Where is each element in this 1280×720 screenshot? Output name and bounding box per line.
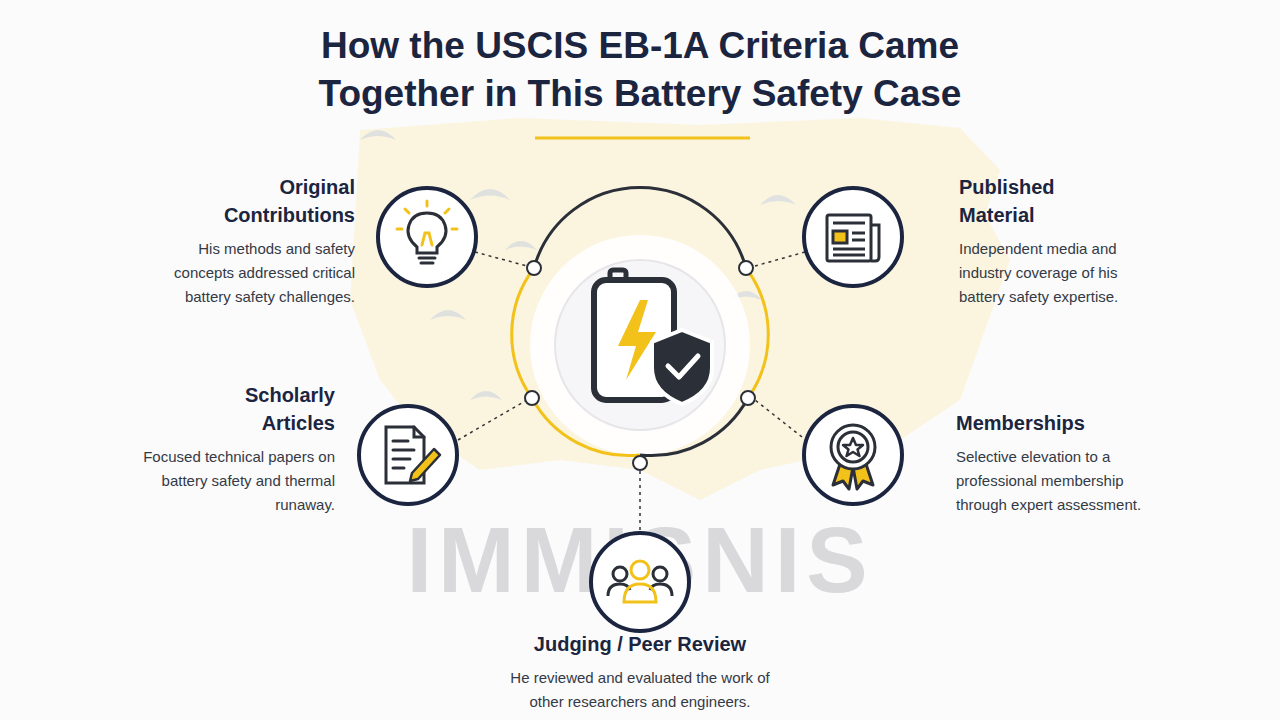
text-block: Original ContributionsHis methods and sa…: [110, 173, 355, 309]
criterion-node: Original ContributionsHis methods and sa…: [375, 185, 479, 289]
criterion-description: His methods and safety concepts addresse…: [155, 237, 355, 309]
text-block: Judging / Peer Review He reviewed and eva…: [470, 630, 810, 714]
battery-icon: [594, 270, 712, 404]
icon-circle: [801, 185, 905, 289]
criterion-heading: Published Material: [959, 173, 1109, 229]
icon-circle: [356, 403, 460, 507]
text-block: MembershipsSelective elevation to a prof…: [956, 409, 1171, 517]
criterion-description: Independent media and industry coverage …: [959, 237, 1159, 309]
icon-circle: [588, 530, 692, 634]
text-block: Scholarly ArticlesFocused technical pape…: [90, 381, 335, 517]
title: How the USCIS EB-1A Criteria Came Togeth…: [290, 22, 990, 118]
criterion-description: Focused technical papers on battery safe…: [135, 445, 335, 517]
icon-circle: [801, 403, 905, 507]
central-ring: [512, 187, 769, 455]
criterion-description: He reviewed and evaluated the work of ot…: [510, 666, 770, 714]
ring-dots: [525, 261, 755, 470]
text-block: Published MaterialIndependent media and …: [959, 173, 1159, 309]
criterion-heading: Memberships: [956, 409, 1085, 437]
title-underline: [535, 137, 750, 140]
criterion-heading: Scholarly Articles: [185, 381, 335, 437]
criterion-heading: Judging / Peer Review: [534, 630, 746, 658]
criterion-heading: Original Contributions: [205, 173, 355, 229]
criterion-node: Judging / Peer ReviewHe reviewed and eva…: [588, 530, 692, 634]
criterion-node: MembershipsSelective elevation to a prof…: [801, 403, 905, 507]
criterion-node: Scholarly ArticlesFocused technical pape…: [356, 403, 460, 507]
leader-lines: [458, 252, 805, 530]
criterion-description: Selective elevation to a professional me…: [956, 445, 1156, 517]
icon-circle: [375, 185, 479, 289]
criterion-node: Published MaterialIndependent media and …: [801, 185, 905, 289]
